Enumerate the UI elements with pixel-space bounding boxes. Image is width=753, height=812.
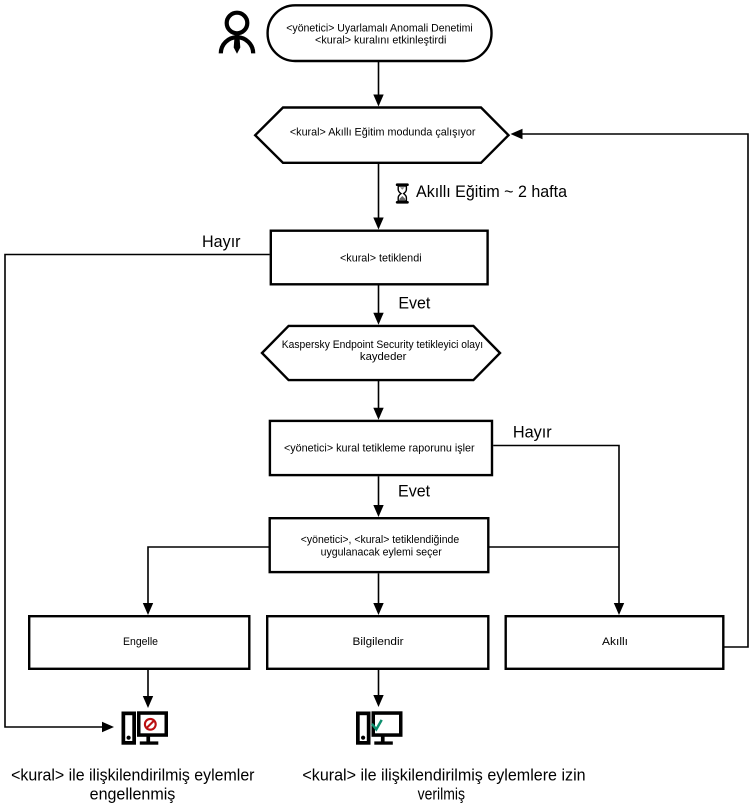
svg-text:kaydeder: kaydeder [360, 351, 407, 363]
svg-text:Akıllı: Akıllı [602, 636, 628, 648]
svg-text:Akıllı Eğitim ~ 2 hafta: Akıllı Eğitim ~ 2 hafta [416, 182, 568, 201]
svg-text:<yönetici> kural tetikleme rap: <yönetici> kural tetikleme raporunu işle… [284, 442, 475, 454]
svg-text:<yönetici> Uyarlamalı Anomali: <yönetici> Uyarlamalı Anomali Denetimi [286, 23, 473, 35]
svg-text:Hayır: Hayır [513, 423, 552, 442]
svg-text:uygulanacak eylemi seçer: uygulanacak eylemi seçer [321, 547, 443, 559]
svg-text:Evet: Evet [398, 294, 430, 313]
svg-text:Bilgilendir: Bilgilendir [353, 636, 404, 648]
svg-text:<kural> ile ilişkilendirilmiş: <kural> ile ilişkilendirilmiş eylemler [11, 766, 255, 785]
svg-text:<kural> Akıllı Eğitim modunda: <kural> Akıllı Eğitim modunda çalışıyor [290, 126, 476, 138]
svg-text:<kural> kuralını etkinleştirdi: <kural> kuralını etkinleştirdi [315, 34, 446, 46]
svg-text:Evet: Evet [398, 482, 430, 501]
svg-text:Engelle: Engelle [123, 636, 158, 648]
svg-text:Kaspersky Endpoint Security te: Kaspersky Endpoint Security tetikleyici … [282, 339, 483, 351]
svg-text:<yönetici>, <kural> tetiklendi: <yönetici>, <kural> tetiklendiğinde [301, 534, 459, 546]
svg-text:<kural> tetiklendi: <kural> tetiklendi [340, 253, 422, 265]
svg-text:engellenmiş: engellenmiş [90, 785, 176, 804]
svg-text:verilmiş: verilmiş [418, 785, 465, 804]
svg-text:<kural> ile ilişkilendirilmiş: <kural> ile ilişkilendirilmiş eylemlere … [302, 766, 585, 785]
svg-text:Hayır: Hayır [202, 232, 241, 251]
